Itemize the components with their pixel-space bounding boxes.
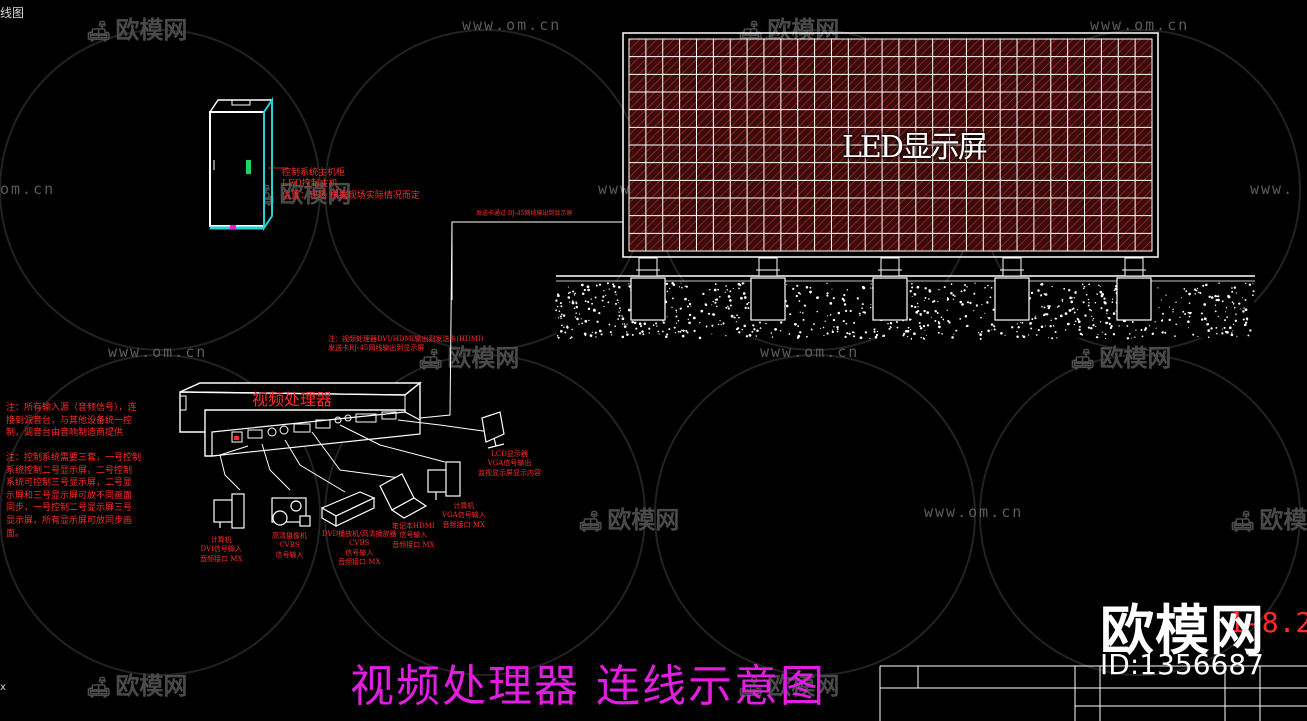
watermark-logo: 🛋欧模网 <box>578 506 680 534</box>
sofa-icon: 🛋 <box>738 675 764 699</box>
device-label-line: 信号输入 <box>275 550 304 559</box>
device-label-line: 监视显示屏显示内容 <box>478 468 541 477</box>
device-label-line: CVBS <box>279 541 300 550</box>
device-label-line: LCD显示器 <box>491 450 528 458</box>
watermark-logo: 🛋欧模网 <box>738 672 840 700</box>
watermark-url: www.om.cn <box>924 503 1024 521</box>
device-label-line: 计算机 <box>453 502 475 510</box>
cabinet-note-line1: 控制系统主机柜 <box>282 168 346 178</box>
watermark-url: www.om.cn <box>462 16 562 34</box>
footing <box>994 257 1030 321</box>
laptop-icon[interactable] <box>379 473 428 519</box>
device-label-line: 信号输入 <box>345 548 374 557</box>
left-note-1-line: 接到调音台，与其他设备统一控 <box>6 415 133 426</box>
processor-output-note: 注：视频处理器DVI/HDMI输出到发送卡(HDMI) 发送卡RJ-45网线输出… <box>328 335 483 353</box>
left-note-2: 注：控制系统需要三套，一号控制 系统控制二号显示屏，二号控制 系统可控制三号显示… <box>6 452 141 540</box>
top-cable-note: 发送卡通过 RJ-45网线输出到显示屏 <box>476 210 573 217</box>
device-label-line: 笔记本HDMI <box>392 522 435 530</box>
signal-cable-to-screen <box>399 221 623 421</box>
footing <box>630 257 666 321</box>
brand-id: ID:1356687 <box>1100 648 1264 681</box>
left-note-2-line: 示屏和三号显示屏可放不同画面 <box>6 490 133 501</box>
brand-logo-text: 欧模网 <box>1100 599 1265 662</box>
left-note-2-line: 显示屏，所有显示屏可放同步画 <box>6 515 133 526</box>
sofa-icon: 🛋 <box>86 675 112 699</box>
device-label-line: CVBS <box>349 539 370 548</box>
lcd-monitor-label: LCD显示器 VGA信号输出 监视显示屏显示内容 <box>478 450 541 478</box>
watermark-url: om.cn <box>0 180 56 198</box>
computer-icon-vga[interactable] <box>427 461 461 500</box>
processor-output-note-line1: 注：视频处理器DVI/HDMI输出到发送卡(HDMI) <box>328 335 484 343</box>
main-title: 视频处理器 连线示意图 <box>350 661 826 712</box>
device-cables <box>219 419 491 493</box>
computer-icon-dvi[interactable] <box>213 493 245 529</box>
left-note-2-line: 同步，一号控制二号显示屏三号 <box>6 503 133 514</box>
cabinet-note-line2: LED控制主机 <box>282 179 338 190</box>
processor-label: 视频处理器 <box>252 390 333 409</box>
watermark-url: www.om.cn <box>760 343 860 361</box>
drawing-code: 1-8.2 <box>1228 606 1307 639</box>
footing <box>872 257 908 321</box>
view-tab[interactable]: 线图 <box>0 6 25 20</box>
device-label-line: 信号输入 <box>399 531 428 540</box>
laptop-label: 笔记本HDMI 信号输入 音频接口 MX <box>392 522 435 550</box>
watermark-logo: 🛋欧模网 <box>86 672 188 700</box>
footings <box>630 257 1152 321</box>
dvd-player-label: DVD播放机/高清播放器 CVBS 信号输入 音频接口 MX <box>322 530 397 568</box>
watermark-logo: 🛋欧模网 <box>418 344 520 372</box>
device-label-line: 计算机 <box>210 536 232 544</box>
left-note-1: 注：所有输入源（音频信号），连 接到调音台，与其他设备统一控 制，调音台由音响制… <box>6 402 137 440</box>
video-processor[interactable] <box>179 381 422 457</box>
dvd-player-icon[interactable] <box>320 491 376 528</box>
watermark-logo: 🛋欧模网 <box>86 16 188 44</box>
footing <box>1116 257 1152 321</box>
computer-dvi-label: 计算机 DVI信号输入 音频接口 MX <box>200 536 242 564</box>
cabinet-note: 控制系统主机柜 LED控制主机 位置：现场 根据现场实际情况而定 <box>282 168 420 202</box>
sofa-icon: 🛋 <box>1230 509 1256 533</box>
left-note-2-line: 注：控制系统需要三套，一号控制 <box>6 453 142 463</box>
watermark-url: www.om.cn <box>1090 16 1190 34</box>
left-note-1-line: 注：所有输入源（音频信号），连 <box>6 403 137 413</box>
left-note-1-line: 制，调音台由音响制造商提供 <box>6 428 124 439</box>
foundation <box>555 257 1255 340</box>
watermark-logo: 🛋欧模网 <box>1070 344 1172 372</box>
device-label-line: 音频接口 MX <box>442 520 486 529</box>
sofa-icon: 🛋 <box>1070 347 1096 371</box>
lcd-monitor-icon[interactable] <box>481 411 505 449</box>
left-note-2-line: 系统可控制三号显示屏，二号显 <box>6 478 133 489</box>
device-label-line: 音频接口 MX <box>200 554 243 563</box>
device-label-line: 高清摄像机 <box>272 532 307 540</box>
watermark-url: www. <box>1250 180 1295 198</box>
device-label-line: DVI信号输入 <box>200 545 242 554</box>
device-label-line: 音频接口 MX <box>338 558 381 567</box>
title-block <box>879 665 1307 721</box>
device-label-line: VGA信号输入 <box>442 511 486 520</box>
device-label-line: DVD播放机/高清播放器 <box>322 530 397 538</box>
led-screen[interactable] <box>622 32 1159 258</box>
sofa-icon: 🛋 <box>578 509 604 533</box>
watermark-logo: 🛋欧模网 <box>1230 506 1307 534</box>
footing <box>750 257 786 321</box>
led-grid <box>629 39 1152 251</box>
corner-mark: x <box>0 682 6 693</box>
led-screen-label: LED显示屏 <box>842 130 988 165</box>
cabinet-note-line3: 位置：现场 根据现场实际情况而定 <box>282 190 420 201</box>
processor-output-note-line2: 发送卡RJ-45网线输出到显示屏 <box>328 343 425 352</box>
sofa-icon: 🛋 <box>86 19 112 43</box>
control-cabinet[interactable] <box>208 96 274 232</box>
sofa-icon: 🛋 <box>418 347 444 371</box>
watermark-url: www.om.cn <box>108 343 208 361</box>
left-note-2-line: 系统控制二号显示屏，二号控制 <box>6 465 133 476</box>
camera-label: 高清摄像机 CVBS 信号输入 <box>272 532 307 560</box>
device-label-line: VGA信号输出 <box>487 459 532 468</box>
device-label-line: 音频接口 MX <box>392 540 435 549</box>
video-camera-icon[interactable] <box>271 497 311 527</box>
computer-vga-label: 计算机 VGA信号输入 音频接口 MX <box>442 502 486 530</box>
left-note-2-line: 面。 <box>6 528 25 539</box>
